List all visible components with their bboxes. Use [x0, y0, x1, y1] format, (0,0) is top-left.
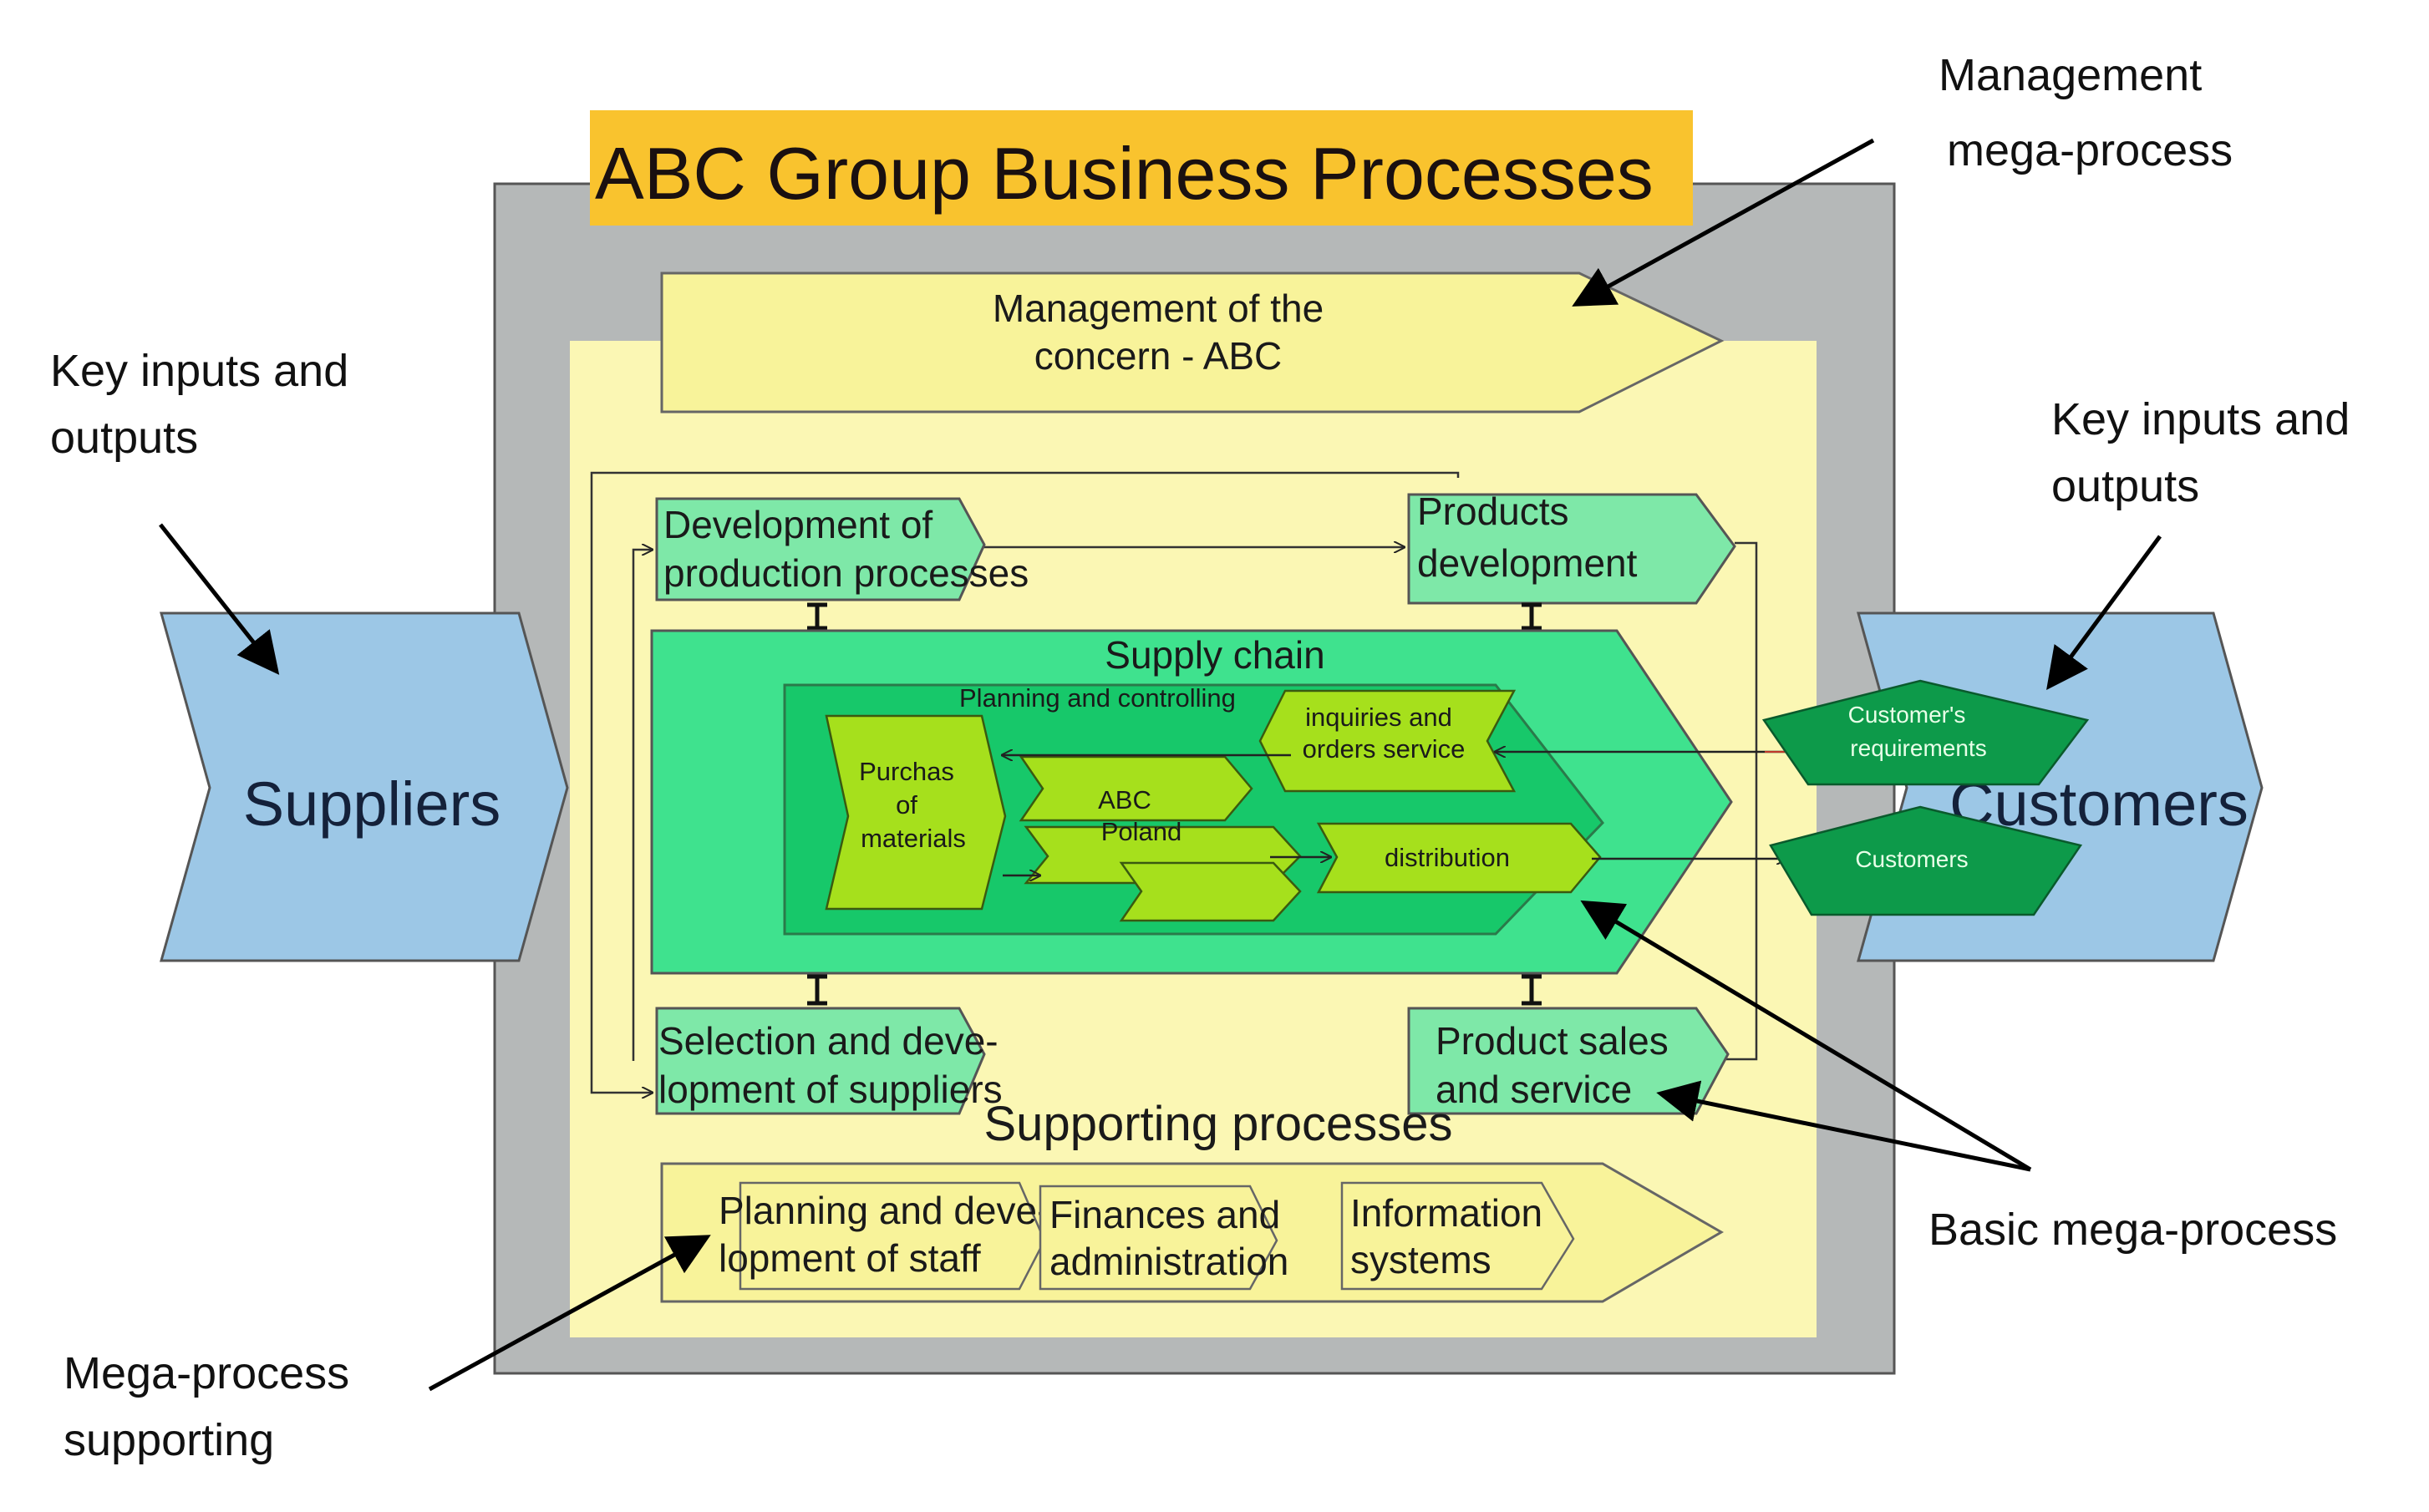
product-sales-line2: and service — [1436, 1068, 1632, 1111]
inquiries-line1: inquiries and — [1305, 703, 1452, 732]
callout-key-left-line1: Key inputs and — [50, 346, 348, 396]
callout-management-line1: Management — [1939, 50, 2202, 100]
staff-line1: Planning and deve- — [719, 1189, 1049, 1232]
callout-supporting-line2: supporting — [64, 1415, 274, 1465]
staff-box — [739, 1181, 1046, 1291]
customer-requirements-node — [1761, 679, 2090, 786]
customers-node — [1769, 805, 2083, 916]
abc-poland-chevron-1 — [1019, 755, 1253, 822]
products-development-line1: Products — [1417, 490, 1569, 533]
callout-arrows — [159, 138, 2162, 1392]
management-box — [660, 271, 1725, 414]
title-background — [590, 110, 1693, 226]
selection-suppliers-line2: lopment of suppliers — [658, 1068, 1003, 1111]
suppliers-label: Suppliers — [243, 769, 501, 839]
management-box-line2: concern - ABC — [1034, 334, 1283, 378]
callout-management-line2: mega-process — [1947, 125, 2233, 175]
suppliers-chevron — [160, 611, 569, 962]
callout-key-left-line2: outputs — [50, 413, 198, 463]
products-development-box — [1407, 493, 1736, 605]
dev-production-line1: Development of — [663, 503, 932, 546]
inquiries-box — [1258, 689, 1517, 793]
customer-requirements-line2: requirements — [1850, 735, 1986, 761]
dev-production-box — [655, 497, 986, 601]
info-systems-line1: Information — [1350, 1191, 1542, 1235]
callout-supporting-line1: Mega-process — [64, 1348, 349, 1398]
supporting-processes-title: Supporting processes — [984, 1097, 1453, 1151]
supply-chain-title: Supply chain — [1105, 633, 1324, 677]
staff-line2: lopment of staff — [719, 1236, 981, 1280]
callout-basic: Basic mega-process — [1928, 1205, 2337, 1255]
info-systems-line2: systems — [1350, 1238, 1491, 1281]
planning-controlling-label: Planning and controlling — [959, 683, 1236, 713]
dev-production-line2: production processes — [663, 551, 1029, 595]
finance-box — [1039, 1185, 1278, 1291]
abc-poland-line1: ABC — [1098, 785, 1151, 814]
inquiries-line2: orders service — [1303, 734, 1466, 764]
purchase-line2: of — [896, 790, 917, 819]
customers-node-label: Customers — [1855, 846, 1968, 872]
purchase-line3: materials — [861, 824, 966, 853]
product-sales-box — [1407, 1007, 1730, 1115]
management-box-line1: Management of the — [993, 287, 1324, 330]
abc-poland-line2: Poland — [1101, 817, 1182, 846]
product-sales-line1: Product sales — [1436, 1019, 1669, 1063]
info-systems-box — [1340, 1181, 1575, 1291]
distribution-label: distribution — [1385, 843, 1510, 872]
products-development-line2: development — [1417, 541, 1638, 585]
purchase-materials-box — [825, 714, 1007, 911]
feedback-lines — [590, 471, 1758, 1093]
page-title: ABC Group Business Processes — [595, 132, 1654, 215]
abc-poland-chevron-3 — [1119, 861, 1302, 922]
callout-key-right-line2: outputs — [2051, 461, 2199, 511]
callout-key-right-line1: Key inputs and — [2051, 394, 2350, 444]
supply-chain-arrows — [1003, 752, 1795, 875]
selection-suppliers-line1: Selection and deve- — [658, 1019, 999, 1063]
bidirectional-connectors — [807, 602, 1542, 1006]
purchase-line1: Purchas — [859, 757, 954, 786]
distribution-box — [1316, 822, 1602, 894]
finance-line1: Finances and — [1049, 1193, 1280, 1236]
finance-line2: administration — [1049, 1240, 1288, 1283]
customer-requirements-line1: Customer's — [1848, 702, 1966, 728]
selection-suppliers-box — [655, 1007, 986, 1115]
